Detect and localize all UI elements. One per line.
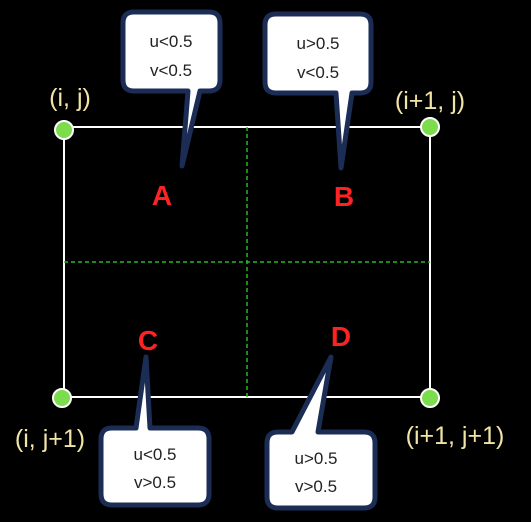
- callout-c-line1: u<0.5: [133, 445, 176, 464]
- vertex-top-left-dot: [54, 120, 74, 140]
- callout-d: u>0.5 v>0.5: [264, 354, 378, 511]
- callout-b-bubble: [262, 11, 374, 171]
- callout-d-line2: v>0.5: [295, 477, 337, 496]
- region-c-label: C: [138, 325, 158, 356]
- callout-a-line1: u<0.5: [149, 32, 192, 51]
- vertex-bottom-left-dot: [52, 388, 72, 408]
- callout-c-bubble: [98, 354, 212, 508]
- vertex-bottom-right-dot: [420, 388, 440, 408]
- callout-d-bubble: [264, 354, 378, 511]
- callout-a-bubble: [120, 9, 223, 169]
- callout-a: u<0.5 v<0.5: [120, 9, 223, 169]
- vertex-top-right-dot: [420, 117, 440, 137]
- region-a-label: A: [152, 180, 172, 211]
- callout-c: u<0.5 v>0.5: [98, 354, 212, 508]
- region-d-label: D: [331, 321, 351, 352]
- callout-b-line1: u>0.5: [296, 34, 339, 53]
- callout-c-line2: v>0.5: [134, 473, 176, 492]
- vertex-bottom-right-label: (i+1, j+1): [406, 422, 505, 450]
- callout-a-line2: v<0.5: [150, 61, 192, 80]
- callout-d-line1: u>0.5: [294, 449, 337, 468]
- vertex-top-right-label: (i+1, j): [395, 87, 465, 115]
- callout-b: u>0.5 v<0.5: [262, 11, 374, 171]
- vertex-bottom-left-label: (i, j+1): [15, 425, 85, 453]
- vertex-top-left-label: (i, j): [49, 84, 91, 112]
- callout-b-line2: v<0.5: [297, 63, 339, 82]
- region-b-label: B: [334, 181, 354, 212]
